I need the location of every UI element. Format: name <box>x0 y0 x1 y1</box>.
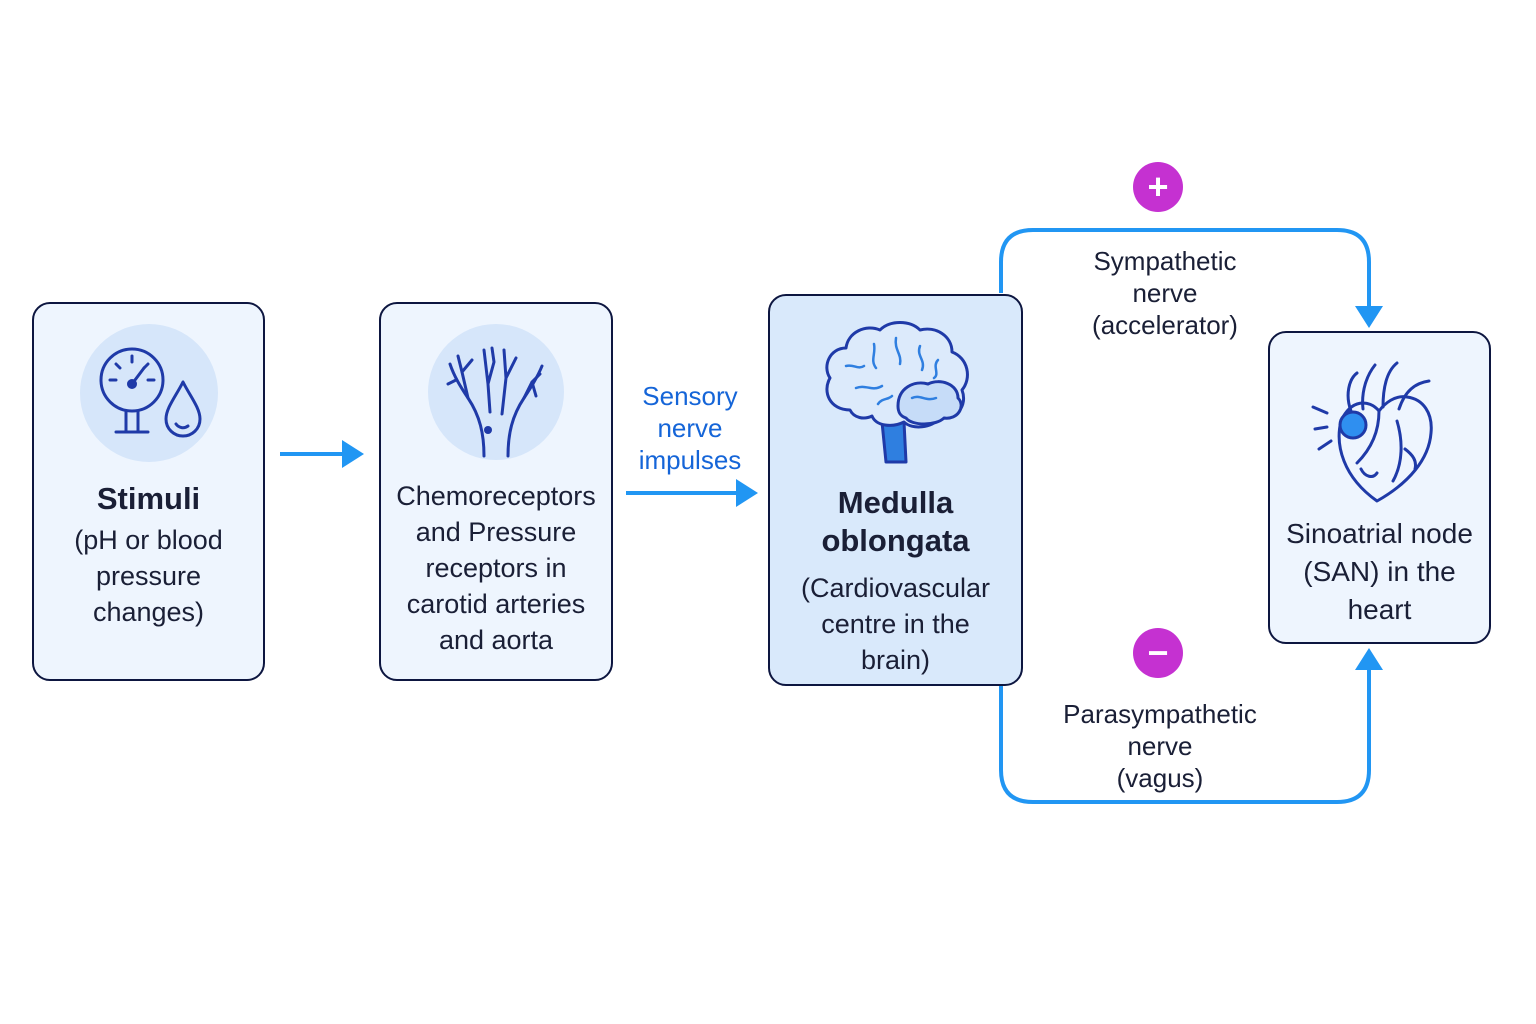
parasympathetic-line: nerve <box>1127 731 1193 761</box>
sensory-line: impulses <box>638 445 742 475</box>
medulla-title: Medulla oblongata <box>821 484 969 560</box>
stimuli-line: pressure <box>95 561 202 591</box>
parasympathetic-nerve-label: Parasympathetic nerve (vagus) <box>1050 698 1270 794</box>
medulla-line: brain) <box>860 645 930 675</box>
stimuli-line: (pH or blood <box>74 525 223 555</box>
medulla-box: Medulla oblongata (Cardiovascular centre… <box>768 294 1023 686</box>
receptors-description: Chemoreceptors and Pressure receptors in… <box>396 478 596 658</box>
medulla-title-line: Medulla <box>837 485 954 520</box>
receptors-line: and aorta <box>438 625 554 655</box>
receptors-line: carotid arteries <box>406 589 586 619</box>
stimuli-line: changes) <box>92 597 205 627</box>
sympathetic-line: nerve <box>1132 278 1198 308</box>
sympathetic-line: (accelerator) <box>1092 310 1238 340</box>
stimuli-box: Stimuli (pH or blood pressure changes) <box>32 302 265 681</box>
brain-icon <box>824 321 969 464</box>
stimuli-title: Stimuli <box>96 481 201 516</box>
arrow-receptors-to-medulla <box>626 479 758 507</box>
parasympathetic-line: Parasympathetic <box>1063 699 1257 729</box>
pressure-gauge-droplet-icon <box>99 347 201 438</box>
sympathetic-pathway-arrow <box>999 228 1383 328</box>
receptors-line: receptors in <box>425 553 567 583</box>
parasympathetic-line: (vagus) <box>1116 763 1204 793</box>
sensory-line: Sensory <box>642 381 738 411</box>
san-line: (SAN) in the <box>1303 556 1456 587</box>
medulla-description: (Cardiovascular centre in the brain) <box>801 570 990 678</box>
stimuli-icon-circle <box>79 324 218 462</box>
receptors-box: Chemoreceptors and Pressure receptors in… <box>379 302 613 681</box>
receptors-line: and Pressure <box>415 517 577 547</box>
san-line: heart <box>1347 594 1412 625</box>
medulla-line: (Cardiovascular <box>800 573 991 603</box>
sensory-line: nerve <box>657 413 723 443</box>
sensory-nerve-label: Sensory nerve impulses <box>618 380 762 476</box>
san-line: Sinoatrial node <box>1286 518 1473 549</box>
medulla-line: centre in the <box>821 609 970 639</box>
parasympathetic-pathway-arrow <box>999 648 1383 804</box>
heart-icon <box>1311 361 1433 503</box>
stimuli-description: (pH or blood pressure changes) <box>74 522 223 630</box>
plus-sign-icon: + <box>1133 162 1183 212</box>
sympathetic-line: Sympathetic <box>1093 246 1237 276</box>
san-box: Sinoatrial node (SAN) in the heart <box>1268 331 1491 644</box>
medulla-title-line: oblongata <box>821 523 970 558</box>
arrow-stimuli-to-receptors <box>280 440 364 468</box>
receptors-line: Chemoreceptors <box>396 481 596 511</box>
san-description: Sinoatrial node (SAN) in the heart <box>1286 515 1473 629</box>
sympathetic-nerve-label: Sympathetic nerve (accelerator) <box>1060 245 1270 341</box>
minus-sign-icon: − <box>1133 628 1183 678</box>
artery-branches-icon <box>446 346 544 458</box>
receptors-icon-circle <box>428 324 564 460</box>
